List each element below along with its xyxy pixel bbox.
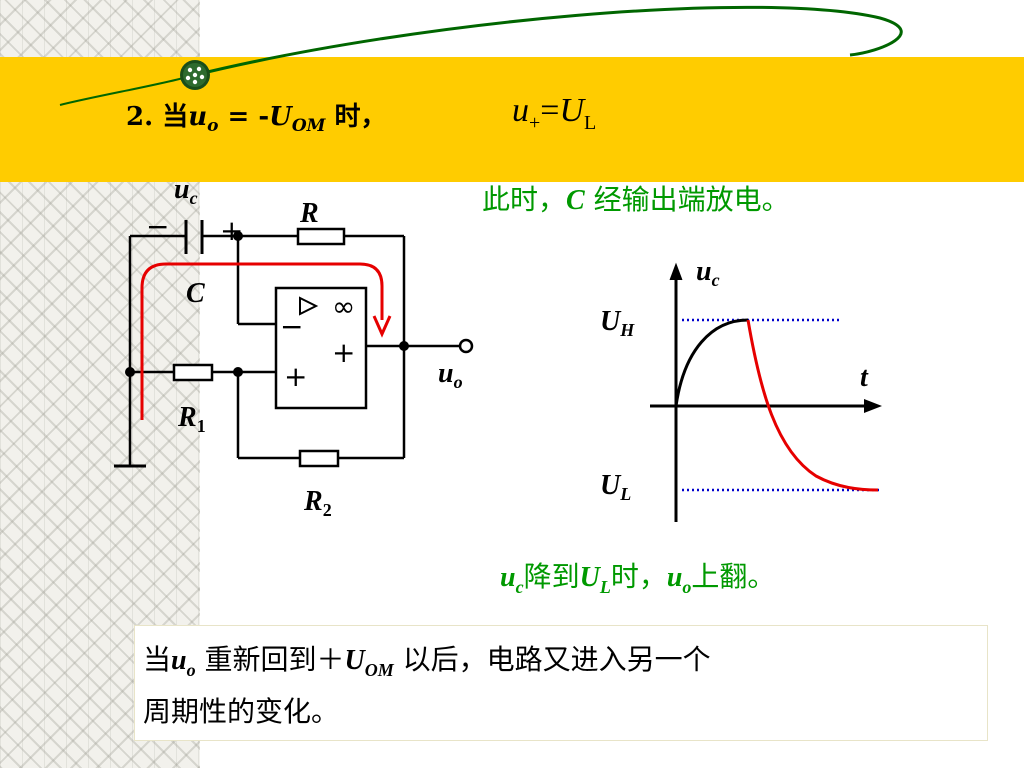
resistor-r bbox=[296, 227, 346, 246]
conclusion-line-1: 当uo 重新回到＋UOM 以后，电路又进入另一个 bbox=[143, 643, 711, 680]
resistor-r1 bbox=[172, 363, 214, 382]
conclusion-line-2: 周期性的变化。 bbox=[143, 695, 340, 728]
discharge-note: 此时，C 经输出端放电。 bbox=[482, 183, 790, 216]
cap-plus-sign: + bbox=[220, 214, 243, 247]
uh-label: UH bbox=[600, 306, 635, 340]
decorative-arc bbox=[59, 5, 903, 106]
r1-label: R1 bbox=[177, 402, 206, 436]
circuit-diagram: uc C R R1 R2 uo − + ∞ − + + bbox=[114, 174, 474, 520]
r2-label: R2 bbox=[303, 486, 332, 520]
graph-y-label: uc bbox=[696, 256, 720, 290]
charge-curve bbox=[674, 318, 749, 407]
uc-label: uc bbox=[174, 174, 198, 208]
resistor-r2 bbox=[298, 449, 340, 468]
discharge-curve bbox=[746, 319, 879, 492]
cap-minus-sign: − bbox=[146, 210, 169, 243]
opamp-infinity: ∞ bbox=[332, 290, 355, 323]
uc-waveform-graph: uc t UH UL bbox=[600, 256, 882, 522]
title-band-overlay bbox=[0, 57, 200, 182]
discharge-path bbox=[140, 262, 384, 420]
opamp-triangle-icon bbox=[299, 296, 319, 316]
graph-x-label: t bbox=[860, 362, 869, 393]
opamp-plus-input: + bbox=[284, 360, 307, 393]
slide-title: 2. 当uo = -UOM 时， bbox=[126, 102, 387, 137]
opamp-minus-input: − bbox=[280, 310, 303, 343]
uo-label: uo bbox=[438, 358, 463, 392]
equation-u-plus: u+=UL bbox=[512, 92, 597, 134]
conclusion-textbox: 当uo 重新回到＋UOM 以后，电路又进入另一个 周期性的变化。 bbox=[134, 625, 988, 741]
bullet-ornament-icon bbox=[180, 60, 210, 90]
r-label: R bbox=[299, 198, 319, 229]
capacitor-label: C bbox=[186, 278, 205, 309]
ul-label: UL bbox=[600, 470, 631, 504]
opamp-plus-output: + bbox=[332, 336, 355, 369]
flip-note: uc降到UL时，uo上翻。 bbox=[500, 560, 776, 597]
output-terminal bbox=[458, 338, 474, 354]
